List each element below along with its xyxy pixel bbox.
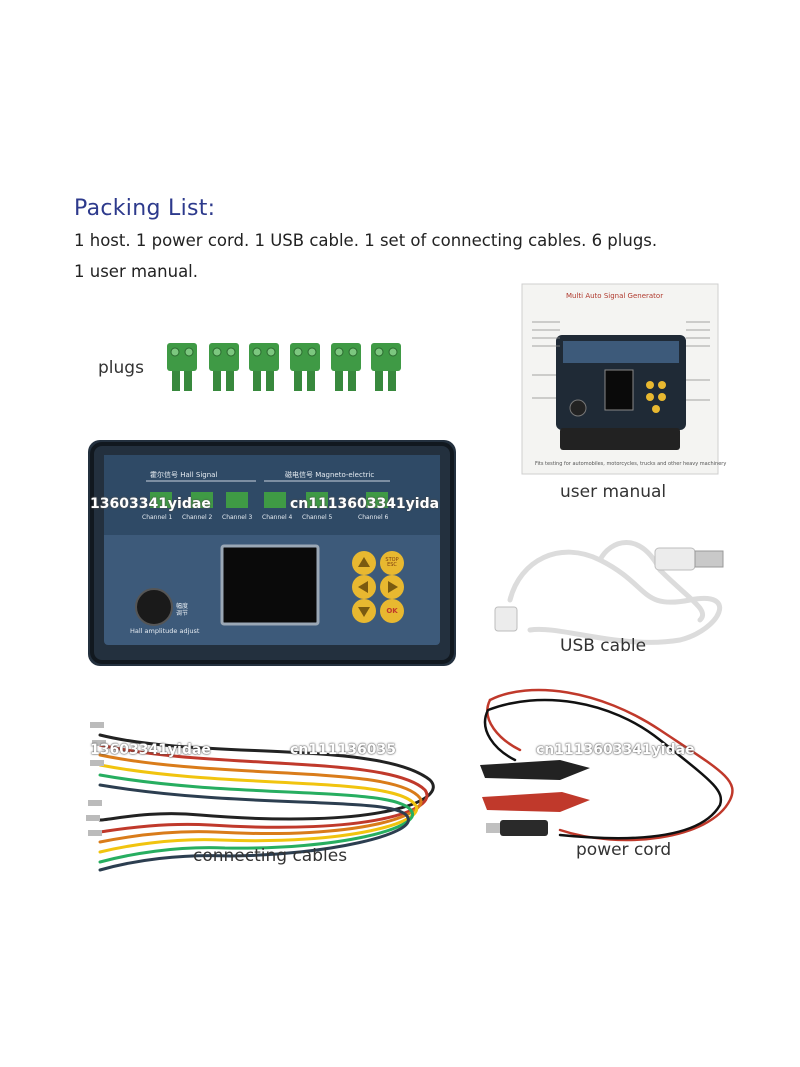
packing-list-title: Packing List: <box>74 196 216 221</box>
watermark-1: 13603341yidae <box>90 496 211 512</box>
knob-caption: Hall amplitude adjust <box>130 627 200 635</box>
knob-cn-label: 幅度 调节 <box>176 603 189 617</box>
channel-2-label: Channel 2 <box>182 514 213 521</box>
watermark-5: cn1113603341yidae <box>536 742 695 758</box>
power-cord <box>483 688 734 842</box>
user-manual-sheet <box>521 283 719 475</box>
usb-cable-label: USB cable <box>560 636 647 656</box>
channel-4-label: Channel 4 <box>262 514 293 521</box>
watermark-3: 13603341yidae <box>90 742 211 758</box>
connecting-cables <box>98 733 435 872</box>
watermark-4: cn111136035 <box>290 742 396 758</box>
user-manual-label: user manual <box>560 482 667 502</box>
plug-4 <box>290 343 320 391</box>
magneto-group-label: 磁电信号 Magneto-electric <box>285 471 375 479</box>
packing-list-line-1: 1 host. 1 power cord. 1 USB cable. 1 set… <box>74 231 658 250</box>
plug-3 <box>249 343 279 391</box>
manual-footer: Fits testing for automobiles, motorcycle… <box>535 461 727 467</box>
channel-1-label: Channel 1 <box>142 514 173 521</box>
plug-2 <box>209 343 239 391</box>
stop-esc-button-label: STOP ESC <box>385 557 399 568</box>
power-cord-label: power cord <box>576 840 672 860</box>
channel-3-label: Channel 3 <box>222 514 253 521</box>
hall-signal-group-label: 霍尔信号 Hall Signal <box>150 471 218 479</box>
packing-list-line-2: 1 user manual. <box>74 262 199 281</box>
signal-generator-device <box>88 440 456 666</box>
plugs-label: plugs <box>98 358 144 378</box>
channel-5-label: Channel 5 <box>302 514 333 521</box>
plug-5 <box>331 343 361 391</box>
usb-cable <box>494 540 724 645</box>
watermark-2: cn1113603341yida <box>290 496 440 512</box>
connecting-cables-label: connecting cables <box>193 846 348 866</box>
manual-header: Multi Auto Signal Generator <box>566 292 664 300</box>
plug-6 <box>371 343 401 391</box>
cable-pins <box>86 722 106 836</box>
alligator-clips <box>480 760 590 836</box>
channel-6-label: Channel 6 <box>358 514 389 521</box>
ok-button-label: OK <box>386 607 398 615</box>
plug-1 <box>167 343 197 391</box>
